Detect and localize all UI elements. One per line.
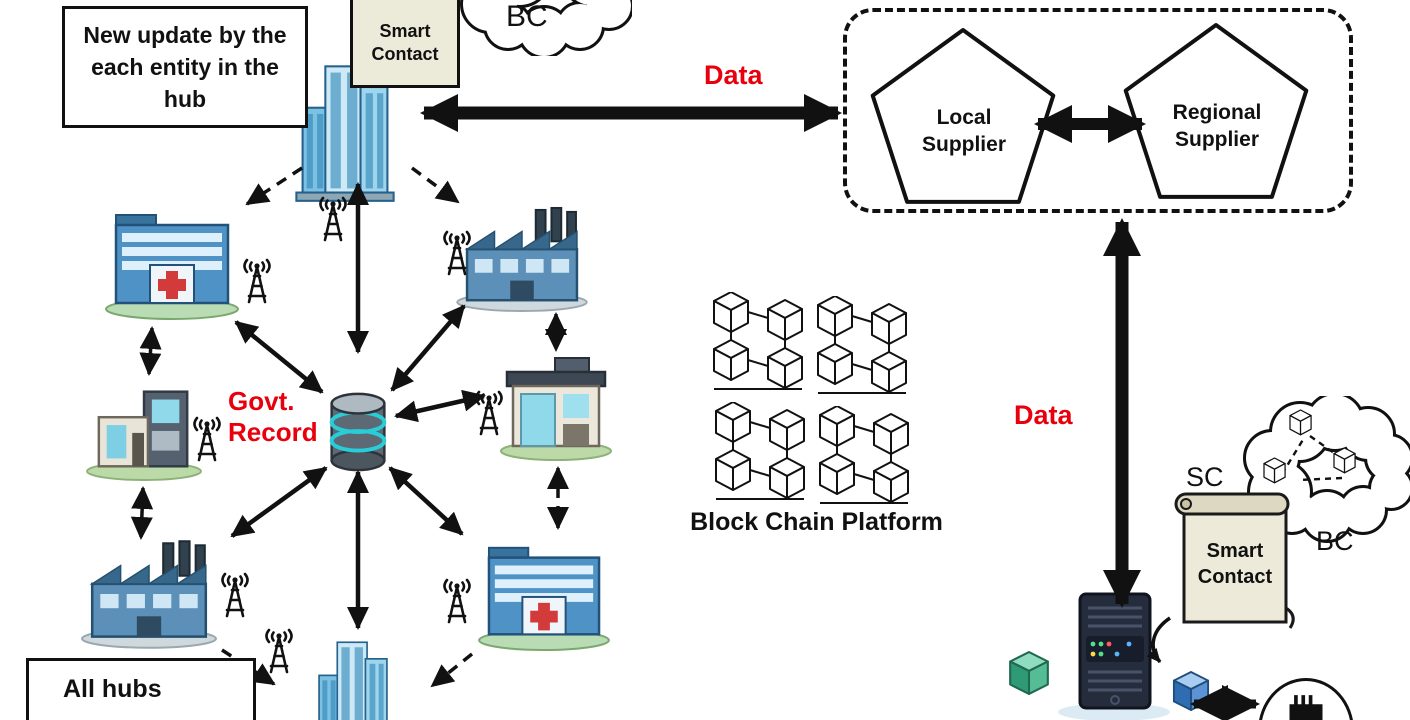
- bc-top-label: BC: [506, 0, 548, 33]
- hospital-top-left: [105, 214, 239, 320]
- blockchain-cloud-right-icon: [1232, 396, 1410, 548]
- blockchain-cluster-1: [713, 292, 803, 390]
- govt-record-database-icon: [329, 392, 387, 472]
- blockchain-cluster-4: [819, 406, 909, 504]
- supplier-pentagons: [870, 23, 1309, 204]
- antenna-icon-house-l: [193, 416, 221, 462]
- antenna-icon-hospital-br: [443, 578, 471, 624]
- blockchain-cluster-2: [817, 296, 907, 394]
- all-hubs-callout: All hubs: [26, 658, 256, 720]
- smart-contact-top-box: Smart Contact: [350, 0, 460, 88]
- office-tower-bottom: [318, 641, 388, 720]
- sc-right-label: SC: [1186, 462, 1224, 492]
- arrow-house-factory-dashed: [130, 486, 154, 540]
- antenna-icon-hub: [319, 196, 347, 242]
- suppliers-dashed-box: [843, 8, 1353, 213]
- antenna-icon-tower-bottom: [265, 628, 293, 674]
- arrow-hospital-br-tower-dashed: [430, 652, 474, 688]
- factory-icon: [1289, 695, 1323, 720]
- smart-contact-top-label: Smart Contact: [371, 20, 439, 64]
- factory-circle-node: [1258, 678, 1354, 720]
- modern-house-right: [500, 357, 612, 461]
- antenna-icon-hospital-tl: [243, 258, 271, 304]
- data-top-label: Data: [704, 60, 763, 90]
- new-update-callout-text: New update by the each entity in the hub: [83, 21, 287, 113]
- new-update-callout: New update by the each entity in the hub: [62, 6, 308, 128]
- local-supplier-pentagon: [870, 28, 1056, 204]
- govt-record-label: Govt. Record: [228, 386, 318, 448]
- antenna-icon-house-r: [475, 390, 503, 436]
- green-cube-icon: [1009, 651, 1049, 695]
- regional-supplier-pentagon: [1123, 23, 1309, 199]
- blockchain-server-icon: [1058, 592, 1170, 720]
- bc-right-label: BC: [1316, 526, 1354, 556]
- all-hubs-label: All hubs: [63, 675, 162, 703]
- smart-contact-right-label: Smart Contact: [1197, 540, 1273, 588]
- factory-top-right: [456, 206, 588, 312]
- arrow-record-to-hospital-tl: [234, 320, 324, 394]
- factory-bottom-left: [81, 540, 217, 649]
- arrow-record-to-factory-bl: [230, 466, 328, 538]
- antenna-icon-factory-tr: [443, 230, 471, 276]
- blockchain-platform-label: Block Chain Platform: [690, 508, 943, 536]
- arrow-record-to-hospital-br: [388, 466, 464, 536]
- data-right-label: Data: [1014, 400, 1073, 430]
- arrow-hospital-house-dashed: [139, 326, 162, 376]
- hospital-bottom-right: [478, 546, 610, 652]
- blue-cube-icon: [1172, 671, 1210, 711]
- regional-supplier-label: Regional Supplier: [1172, 101, 1262, 152]
- smart-contact-scroll: [1174, 492, 1295, 629]
- blockchain-cluster-3: [715, 402, 805, 500]
- arrow-hub-to-factory-dashed: [410, 166, 460, 204]
- house-left: [86, 390, 202, 482]
- arrow-record-to-factory-tr: [390, 304, 466, 392]
- local-supplier-label: Local Supplier: [921, 106, 1006, 157]
- antenna-icon-factory-bl: [221, 572, 249, 618]
